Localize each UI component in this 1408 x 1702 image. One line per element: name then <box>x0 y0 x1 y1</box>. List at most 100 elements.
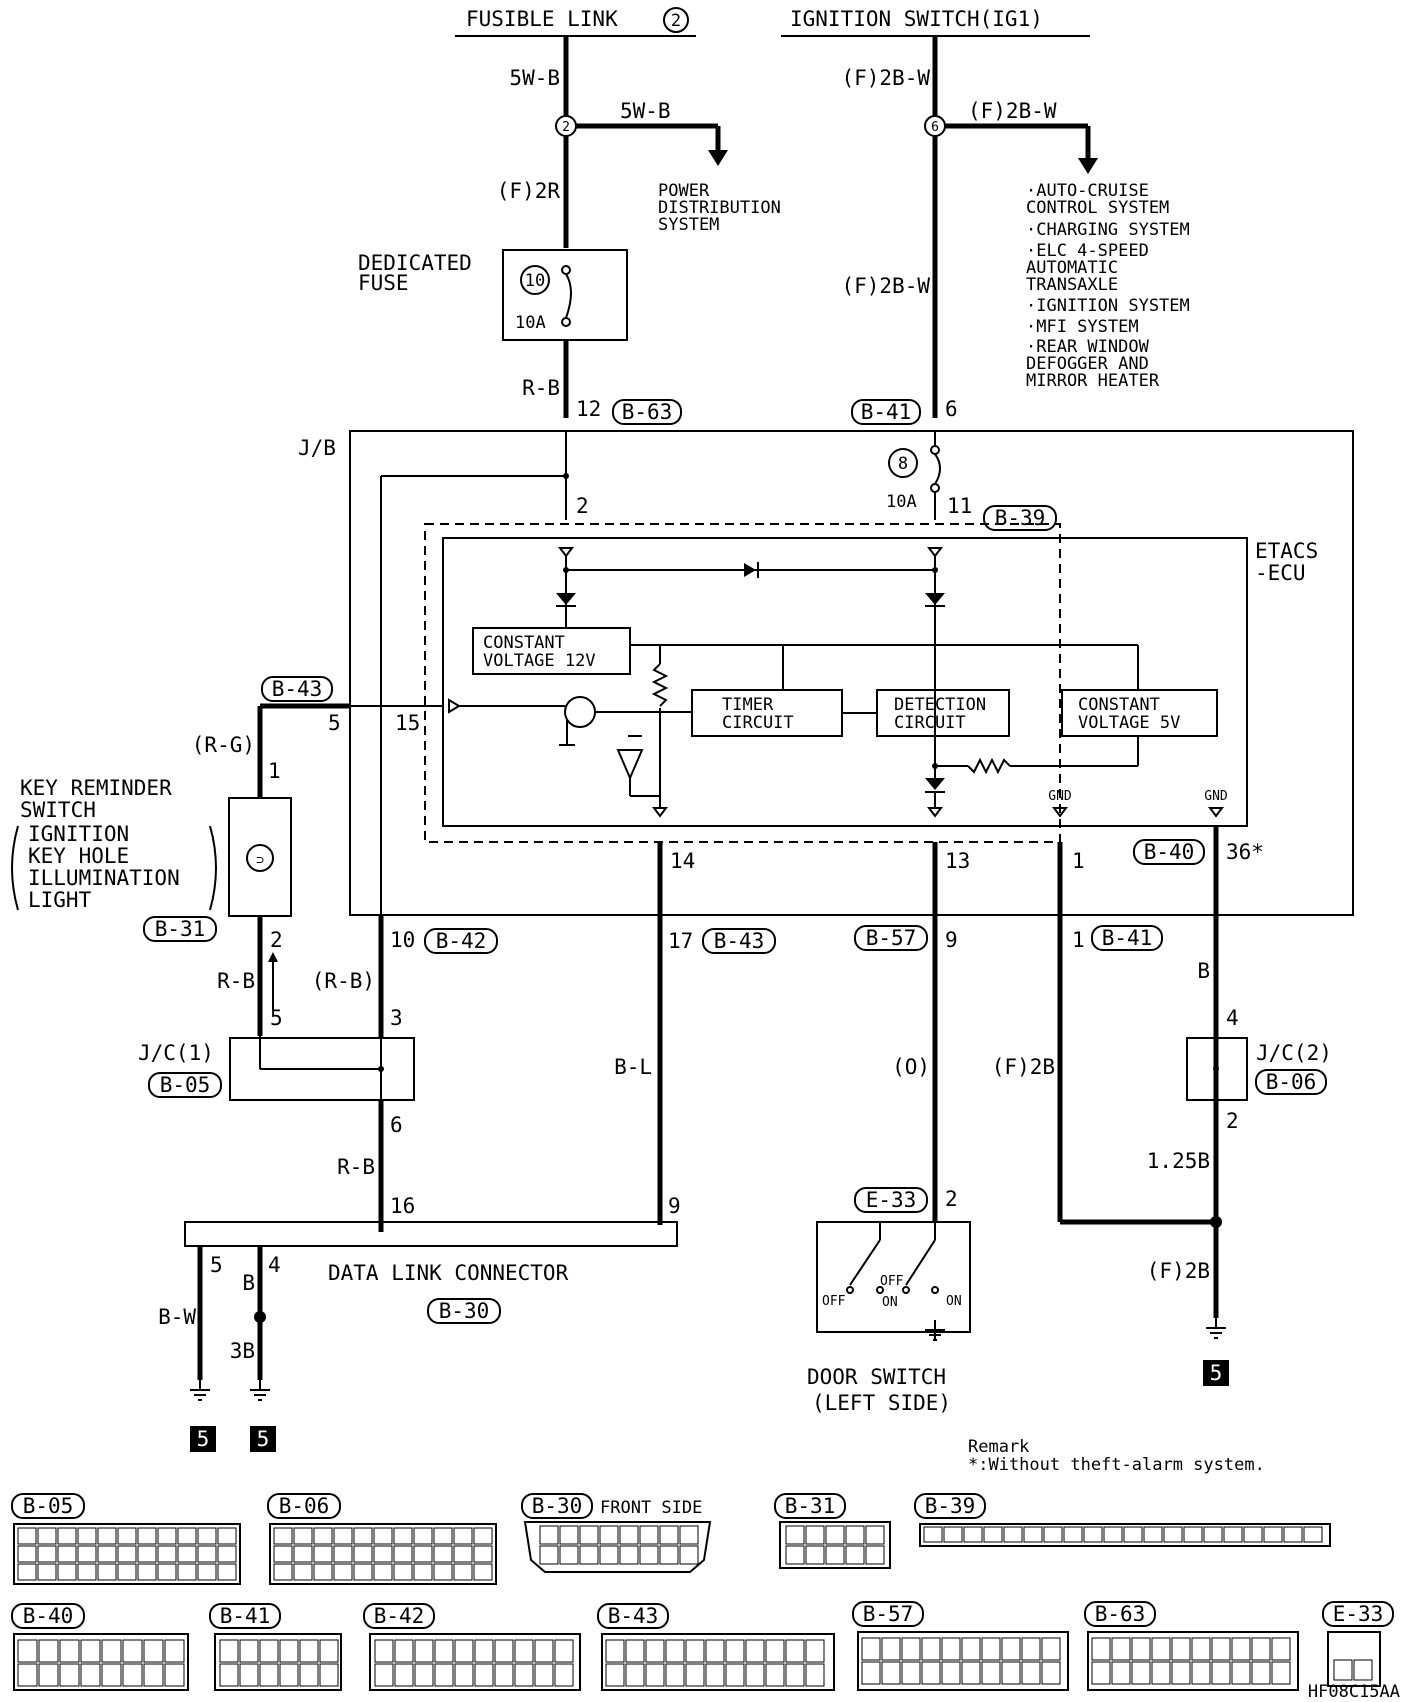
pin-cell <box>17 1545 37 1563</box>
pin-cell <box>1083 1526 1103 1543</box>
pin-cell <box>453 1545 473 1563</box>
connector-grids <box>17 1525 1373 1687</box>
pin-cell <box>861 1637 881 1661</box>
wire-rb-lower: R-B <box>337 1155 375 1179</box>
pin-cell <box>59 1663 80 1687</box>
door-on1: ON <box>882 1295 898 1310</box>
pin-cell <box>38 1639 59 1663</box>
pin-cell <box>825 1545 845 1565</box>
pin-cell <box>101 1663 122 1687</box>
pin-cell <box>861 1661 881 1685</box>
pin-cell <box>1243 1526 1263 1543</box>
pin-4d: 4 <box>268 1253 281 1277</box>
pin-cell <box>1063 1526 1083 1543</box>
pin-cell <box>881 1637 901 1661</box>
pin-cell <box>454 1639 474 1663</box>
pin-cell <box>1263 1526 1283 1543</box>
pin-cell <box>1211 1637 1231 1661</box>
legend-b30-note: FRONT SIDE <box>600 1498 702 1518</box>
conn-b57: B-57 <box>866 926 917 950</box>
pin-cell <box>143 1639 164 1663</box>
pin-cell <box>599 1525 619 1545</box>
key-label-4: KEY HOLE <box>28 844 129 868</box>
ded-fuse-amp: 10A <box>515 313 546 333</box>
pin-cell <box>273 1527 293 1545</box>
pin-cell <box>239 1663 259 1687</box>
dlc-box <box>184 1221 678 1247</box>
pin-cell <box>785 1639 805 1663</box>
pin-1b: 1 <box>1072 928 1085 952</box>
pin-cell <box>639 1525 659 1545</box>
pin-cell <box>845 1545 865 1565</box>
wire-rb-paren: (R-B) <box>312 969 375 993</box>
wire-rb-fuse: R-B <box>522 376 560 400</box>
pin-cell <box>122 1639 143 1663</box>
conn-b63: B-63 <box>622 400 673 424</box>
pin-cell <box>353 1527 373 1545</box>
pin-cell <box>579 1545 599 1565</box>
pin-6: 6 <box>945 397 958 421</box>
pin-cell <box>579 1525 599 1545</box>
conn-b06: B-06 <box>1266 1070 1317 1094</box>
pin-16: 16 <box>390 1194 415 1218</box>
pin-cell <box>353 1545 373 1563</box>
legend-b31: B-31 <box>785 1494 836 1518</box>
pin-cell <box>117 1545 137 1563</box>
pin-cell <box>77 1545 97 1563</box>
pin-cell <box>259 1639 279 1663</box>
pin-cell <box>1211 1661 1231 1685</box>
pin-cell <box>143 1663 164 1687</box>
cv12-2: VOLTAGE 12V <box>483 651 596 671</box>
pin-cell <box>137 1563 157 1581</box>
timer-1: TIMER <box>722 695 774 715</box>
pin-2: 2 <box>576 494 589 518</box>
fusible-link-num: 2 <box>671 11 681 31</box>
pin-cell <box>433 1545 453 1563</box>
pin-cell <box>961 1637 981 1661</box>
jc1-label: J/C(1) <box>138 1041 214 1065</box>
cv12-1: CONSTANT <box>483 633 565 653</box>
pin-cell <box>539 1525 559 1545</box>
ded-fuse-num: 10 <box>525 271 545 291</box>
pin-cell <box>665 1663 685 1687</box>
pin-cell <box>1131 1637 1151 1661</box>
pin-cell <box>57 1563 77 1581</box>
key-label-1: KEY REMINDER <box>20 776 172 800</box>
pin-cell <box>554 1663 574 1687</box>
pin-cell <box>745 1663 765 1687</box>
pin-cell <box>454 1663 474 1687</box>
pin-cell <box>1021 1661 1041 1685</box>
conn-b05: B-05 <box>160 1073 211 1097</box>
pin-cell <box>1021 1637 1041 1661</box>
pin-cell <box>625 1639 645 1663</box>
dlc-label: DATA LINK CONNECTOR <box>328 1261 569 1285</box>
pin-cell <box>1023 1526 1043 1543</box>
pin-cell <box>393 1563 413 1581</box>
conn-b43-left: B-43 <box>272 677 323 701</box>
pin-cell <box>117 1563 137 1581</box>
pin-cell <box>534 1663 554 1687</box>
pin-cell <box>765 1663 785 1687</box>
pin-1: 1 <box>1072 849 1085 873</box>
pin-9: 9 <box>945 928 958 952</box>
system-9: ·REAR WINDOW <box>1026 337 1150 357</box>
pin-cell <box>605 1663 625 1687</box>
pin-cell <box>494 1663 514 1687</box>
wire-f2b-mid: (F)2B <box>992 1055 1055 1079</box>
pin-cell <box>97 1545 117 1563</box>
system-5: AUTOMATIC <box>1026 258 1118 278</box>
cv5-1: CONSTANT <box>1078 695 1160 715</box>
wire-o: (O) <box>892 1055 930 1079</box>
pin-cell <box>1231 1661 1251 1685</box>
pin-cell <box>805 1663 825 1687</box>
pin-cell <box>1223 1526 1243 1543</box>
pin-cell <box>514 1639 534 1663</box>
legend-b43: B-43 <box>608 1604 659 1628</box>
pin-cell <box>473 1527 493 1545</box>
pin-cell <box>177 1563 197 1581</box>
pin-cell <box>473 1563 493 1581</box>
conn-b41-top: B-41 <box>861 400 912 424</box>
system-3: ·CHARGING SYSTEM <box>1026 220 1190 240</box>
pin-cell <box>157 1527 177 1545</box>
